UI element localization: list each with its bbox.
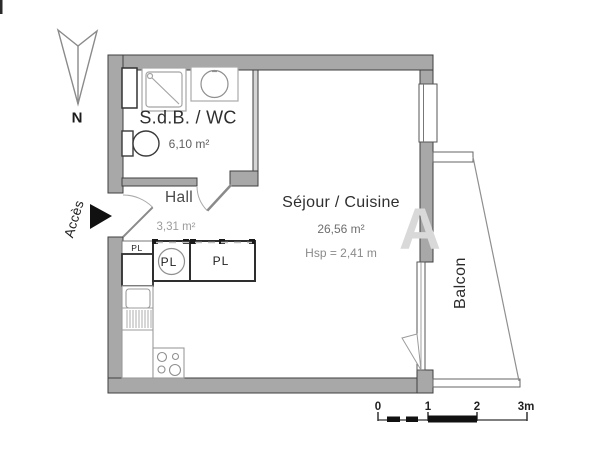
wall-bathroom-south-right [229, 170, 259, 187]
entrance-door-leaf [122, 206, 154, 238]
wall-right-lower-stub [416, 369, 434, 394]
wall-partition-bathroom-living [252, 69, 259, 172]
wall-left-upper [107, 54, 124, 194]
scale-tick-1-label: 1 [424, 401, 432, 413]
sink-icon [125, 288, 151, 309]
shower-icon [141, 67, 187, 112]
duct-cabinet [121, 67, 138, 109]
water-heater-icon [157, 247, 186, 276]
room-living-label: Séjour / Cuisine [282, 194, 400, 211]
entrance-door [122, 194, 154, 238]
scale-bar [377, 412, 528, 423]
closet-door-ticks [152, 239, 255, 244]
balcony-sliding-door [401, 261, 426, 371]
bathroom-fixtures [121, 66, 239, 157]
window-living [418, 83, 438, 143]
balcony-rail-bottom [432, 378, 521, 388]
wall-right-upper-stub [419, 69, 434, 86]
balcony-door-swing [401, 333, 422, 371]
scale-tick-0-label: 0 [374, 401, 382, 413]
access-arrow-icon [90, 204, 112, 229]
closet-heater-label: PL [160, 255, 178, 269]
wall-bottom [107, 377, 434, 394]
scale-tick-2-label: 2 [473, 401, 481, 413]
closet-row [121, 239, 256, 287]
bathroom-door-arc [196, 185, 208, 212]
bathroom-door-leaf [206, 184, 232, 212]
scale-tick-3-label: 3m [517, 401, 535, 413]
bathroom-door [196, 184, 232, 212]
wall-left-lower [107, 236, 124, 394]
room-bathroom-label: S.d.B. / WC [139, 107, 237, 128]
wall-bathroom-south-left [121, 177, 198, 187]
north-label: N [71, 109, 83, 127]
closet-large-label: PL [212, 254, 230, 268]
closet-small-label: PL [131, 243, 143, 253]
room-bathroom-area: 6,10 m² [168, 137, 210, 151]
toilet-icon [121, 130, 160, 157]
stove-icon [152, 347, 185, 379]
kitchen-fixtures [121, 285, 185, 379]
north-arrow-icon [56, 28, 99, 107]
washing-machine-icon [190, 66, 239, 102]
entrance-door-arc [122, 194, 154, 208]
room-living-ceiling-height: Hsp = 2,41 m [305, 246, 377, 260]
room-living-area: 26,56 m² [317, 222, 365, 236]
balcony-rail-top [432, 151, 474, 163]
fridge-cabinet [121, 253, 154, 287]
interior-walls [121, 69, 259, 187]
balcony-outline [432, 151, 521, 388]
dish-rack-icon [122, 307, 153, 331]
edge-artifact [0, 0, 3, 14]
balcony-label: Balcon [452, 257, 469, 309]
watermark: A [399, 197, 441, 262]
closet-large [189, 240, 256, 282]
room-hall-area: 3,31 m² [156, 221, 196, 233]
room-hall-label: Hall [165, 189, 193, 206]
balcony-rail-side [472, 156, 520, 382]
